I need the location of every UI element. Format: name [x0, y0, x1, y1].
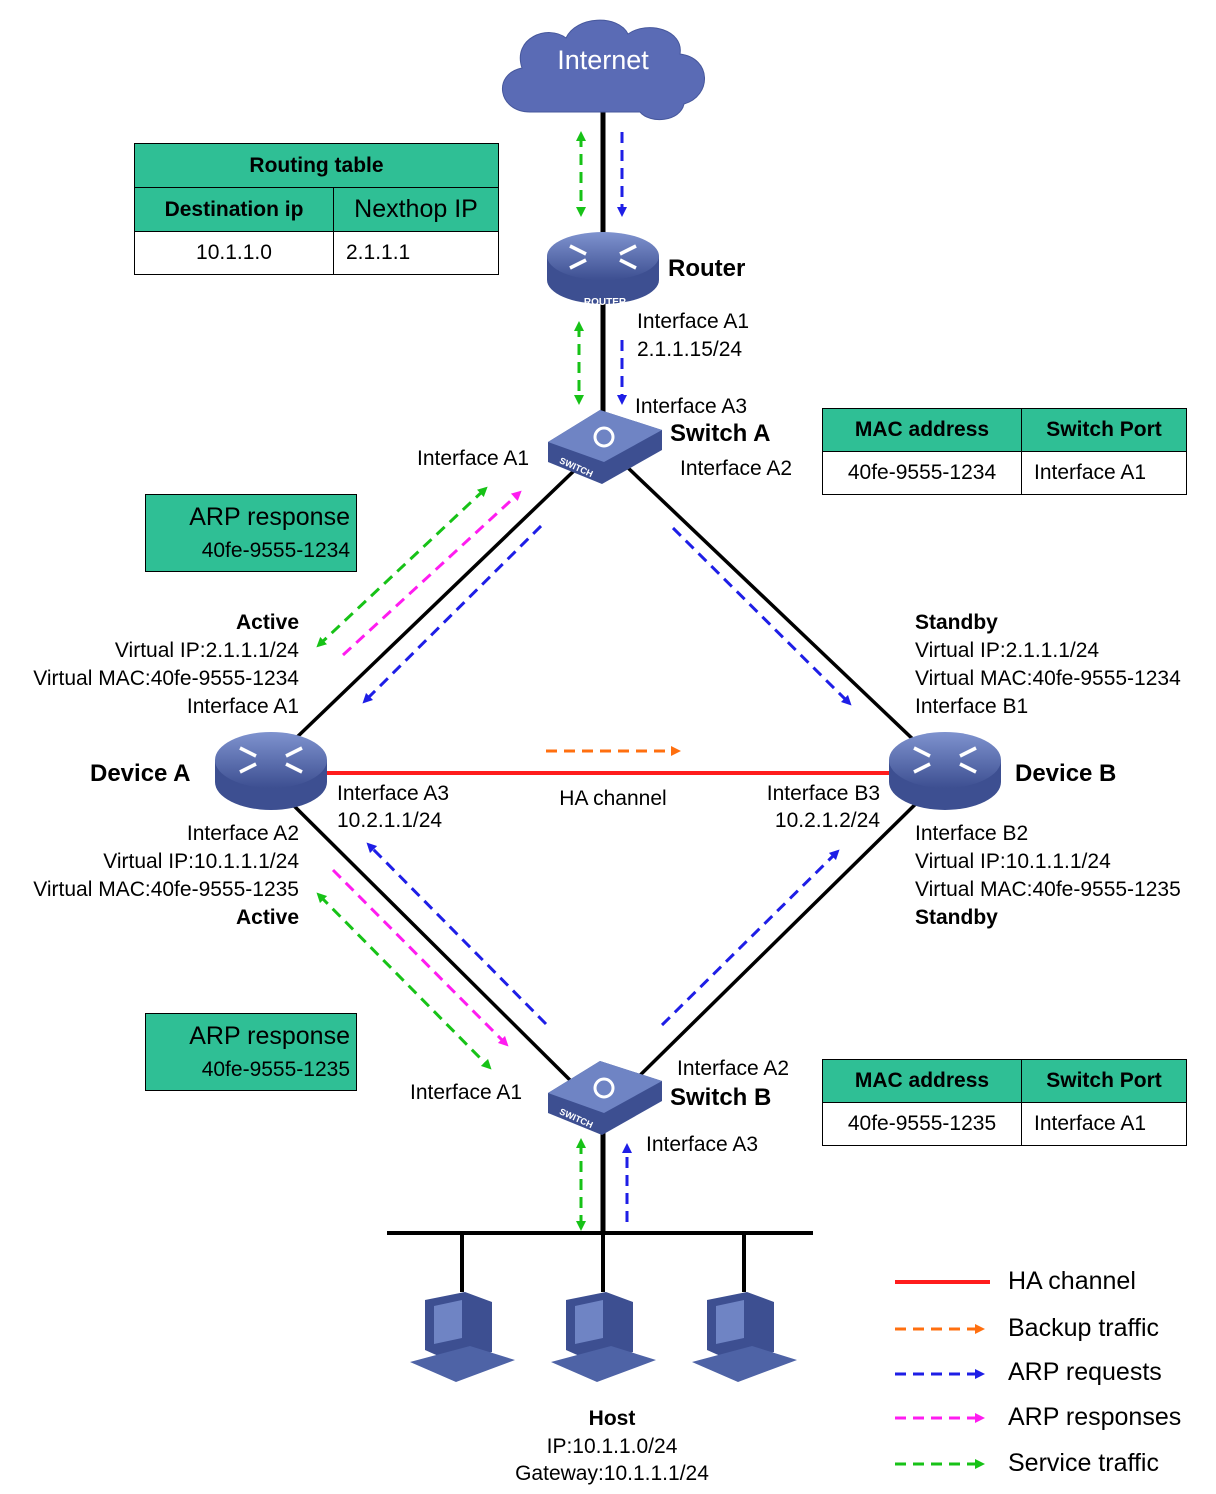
mac-table-b-col-mac: MAC address [822, 1059, 1022, 1103]
router-interface-a1: Interface A1 [637, 310, 750, 333]
arp-response-top-mac: 40fe-9555-1234 [201, 539, 350, 562]
device-b-label: Device B [1015, 760, 1117, 787]
host-pc-icon-2 [551, 1292, 656, 1382]
routing-table-col-nexthop: Nexthop IP [333, 187, 499, 232]
routing-table-dest-value: 10.1.1.0 [134, 231, 334, 275]
device-a-interface-a3: Interface A3 [337, 782, 450, 805]
device-a-upper-vmac: Virtual MAC:40fe-9555-1234 [33, 667, 299, 690]
routing-table-title: Routing table [134, 143, 499, 188]
switch-b-label: Switch B [670, 1084, 772, 1111]
device-a-interface-a3-ip: 10.2.1.1/24 [337, 809, 443, 832]
link-switch-a-device-b [623, 463, 942, 767]
arp-request-arrow-upper-right [671, 526, 852, 706]
device-a-lower-state: Active [235, 906, 299, 929]
host-gateway: Gateway:10.1.1.1/24 [515, 1462, 709, 1485]
arp-request-arrow-lower-right [660, 849, 840, 1027]
device-b-interface-b3-ip: 10.2.1.2/24 [774, 809, 880, 832]
internet-label: Internet [557, 45, 649, 75]
legend-arp-request-label: ARP requests [1008, 1358, 1162, 1386]
mac-table-switch-b: MAC address Switch Port 40fe-9555-1235 I… [822, 1059, 1187, 1146]
switch-a-interface-a2: Interface A2 [680, 457, 793, 480]
switch-a-label: Switch A [670, 420, 771, 447]
device-a-lower-vmac: Virtual MAC:40fe-9555-1235 [33, 878, 299, 901]
device-b-upper-vip: Virtual IP:2.1.1.1/24 [915, 639, 1100, 662]
routing-table-nexthop-value: 2.1.1.1 [333, 231, 499, 275]
arp-response-bottom-mac: 40fe-9555-1235 [201, 1058, 350, 1081]
device-a-upper-interface: Interface A1 [186, 695, 299, 718]
link-device-b-switch-b [623, 778, 942, 1092]
device-b-lower-state: Standby [915, 906, 998, 929]
device-b-interface-b3: Interface B3 [766, 782, 880, 805]
mac-table-b-mac-value: 40fe-9555-1235 [822, 1102, 1022, 1146]
legend-lines [895, 1280, 990, 1469]
arp-request-arrow-upper-left [362, 524, 543, 704]
device-b-lower-interface: Interface B2 [915, 822, 1029, 845]
device-b-lower-vmac: Virtual MAC:40fe-9555-1235 [915, 878, 1181, 901]
device-b-upper-interface: Interface B1 [915, 695, 1029, 718]
device-a-icon [215, 732, 327, 810]
router-icon [547, 232, 659, 304]
service-arrow-upper-left [316, 486, 488, 648]
router-interface-a1-ip: 2.1.1.15/24 [637, 338, 743, 361]
host-pc-icon-3 [692, 1292, 797, 1382]
device-a-upper-vip: Virtual IP:2.1.1.1/24 [114, 639, 299, 662]
mac-table-a-col-mac: MAC address [822, 408, 1022, 452]
routing-table-col-destination: Destination ip [134, 187, 334, 232]
device-b-lower-vip: Virtual IP:10.1.1.1/24 [915, 850, 1111, 873]
legend-arp-response-label: ARP responses [1008, 1403, 1182, 1431]
routing-table: Routing table Destination ip Nexthop IP … [134, 143, 499, 275]
device-a-upper-state: Active [235, 611, 299, 634]
host-title: Host [588, 1407, 636, 1430]
mac-table-a-port-value: Interface A1 [1021, 451, 1187, 495]
arp-response-bottom-title: ARP response [189, 1022, 350, 1050]
mac-table-a-col-port: Switch Port [1021, 408, 1187, 452]
device-a-lower-interface: Interface A2 [186, 822, 299, 845]
host-ip: IP:10.1.1.0/24 [546, 1435, 678, 1458]
arp-response-box-bottom: ARP response 40fe-9555-1235 [145, 1013, 357, 1091]
traffic-arrows [316, 131, 852, 1231]
legend-service-label: Service traffic [1008, 1449, 1159, 1477]
switch-a-icon [548, 410, 662, 484]
device-b-icon [889, 732, 1001, 810]
switch-b-icon [548, 1061, 662, 1135]
arp-request-arrow-lower-left [366, 842, 548, 1026]
device-b-upper-vmac: Virtual MAC:40fe-9555-1234 [915, 667, 1181, 690]
service-arrow-lower-left [316, 892, 492, 1070]
arp-response-arrow-upper-left [341, 490, 522, 657]
mac-table-a-mac-value: 40fe-9555-1234 [822, 451, 1022, 495]
legend-backup-label: Backup traffic [1008, 1314, 1160, 1342]
arp-response-top-title: ARP response [189, 503, 350, 531]
switch-b-interface-a3: Interface A3 [646, 1133, 759, 1156]
switch-b-interface-a2: Interface A2 [677, 1057, 790, 1080]
legend-ha-label: HA channel [1008, 1267, 1136, 1295]
device-b-upper-state: Standby [915, 611, 998, 634]
router-badge: ROUTER [584, 297, 627, 308]
cloud-icon [501, 19, 705, 121]
device-a-label: Device A [90, 760, 191, 787]
host-pc-icon-1 [410, 1292, 515, 1382]
ha-channel-label: HA channel [559, 787, 667, 810]
arp-response-box-top: ARP response 40fe-9555-1234 [145, 494, 357, 572]
mac-table-b-port-value: Interface A1 [1021, 1102, 1187, 1146]
switch-a-interface-a3: Interface A3 [635, 395, 748, 418]
mac-table-b-col-port: Switch Port [1021, 1059, 1187, 1103]
device-a-lower-vip: Virtual IP:10.1.1.1/24 [103, 850, 299, 873]
switch-a-interface-a1: Interface A1 [417, 447, 530, 470]
switch-b-interface-a1: Interface A1 [410, 1081, 523, 1104]
mac-table-switch-a: MAC address Switch Port 40fe-9555-1234 I… [822, 408, 1187, 495]
router-label: Router [668, 255, 746, 282]
